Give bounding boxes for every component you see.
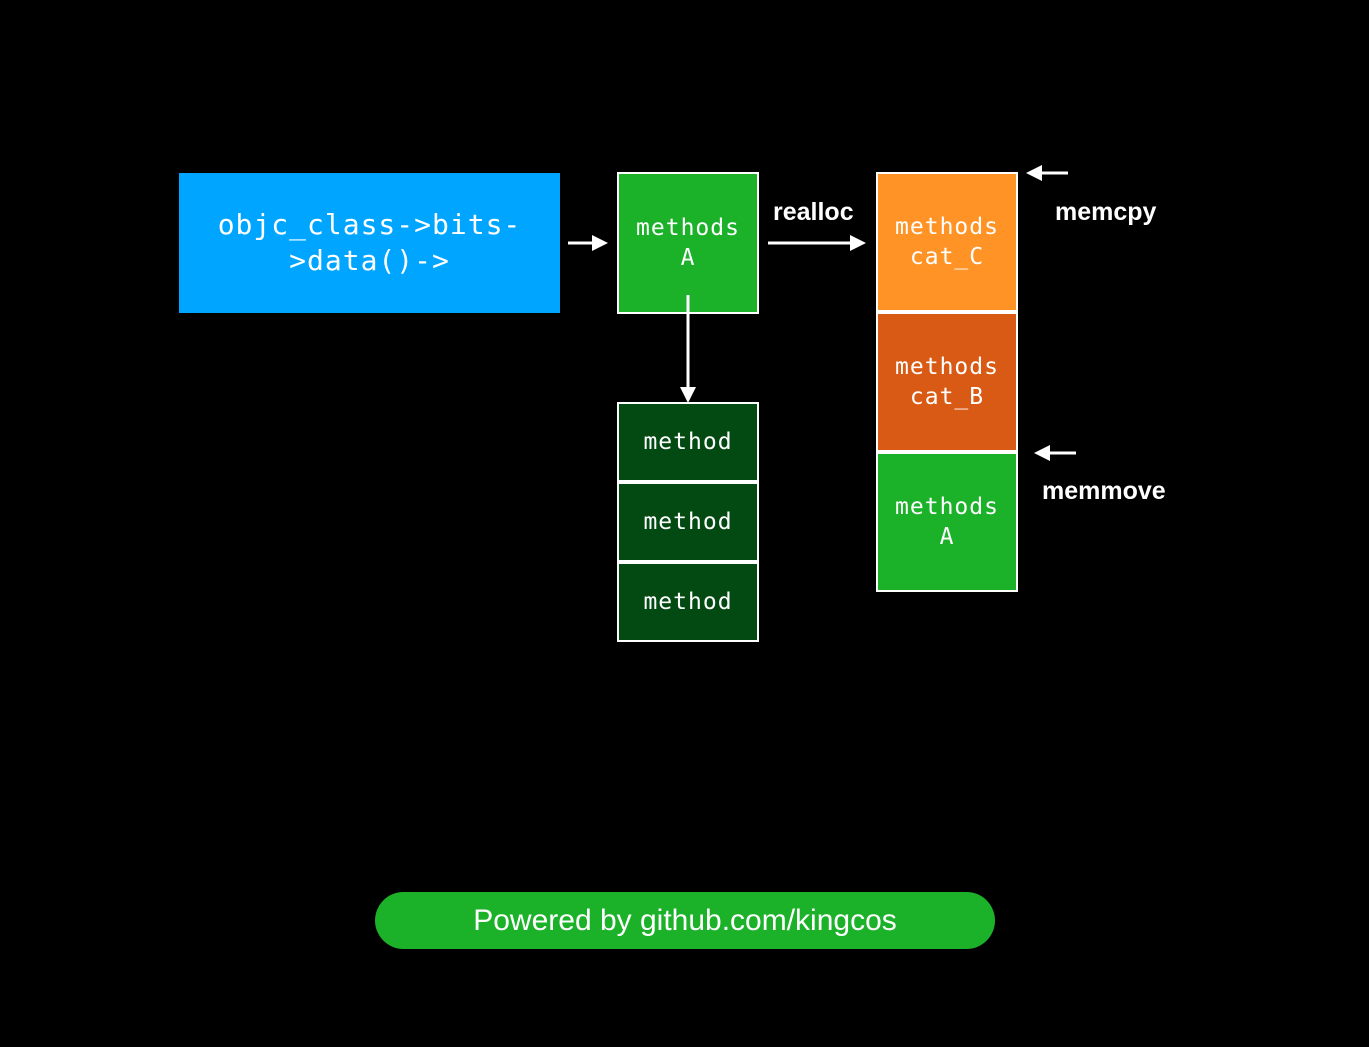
methods-a-line-1: methods xyxy=(636,215,740,241)
method-label: method xyxy=(643,509,733,535)
arrow-memmove-head xyxy=(1034,445,1050,461)
powered-by-badge: Powered by github.com/kingcos xyxy=(375,892,995,949)
method-cell: method xyxy=(617,482,759,562)
methods-cat-b-box: methods cat_B xyxy=(876,312,1018,452)
methods-cat-b-line-2: cat_B xyxy=(909,384,985,410)
arrow-class-to-methods-head xyxy=(592,235,608,251)
class-data-line-1: objc_class->bits- xyxy=(217,208,522,241)
method-label: method xyxy=(643,429,733,455)
arrow-memcpy-head xyxy=(1026,165,1042,181)
powered-by-text: Powered by github.com/kingcos xyxy=(473,903,897,937)
methods-cat-c-box: methods cat_C xyxy=(876,172,1018,312)
methods-a-box: methods A xyxy=(617,172,759,314)
methods-cat-c-line-2: cat_C xyxy=(909,244,985,270)
method-cell: method xyxy=(617,402,759,482)
methods-a-stack-line-2: A xyxy=(939,524,955,550)
methods-a-line-2: A xyxy=(680,245,696,271)
methods-a-stack-line-1: methods xyxy=(895,494,999,520)
methods-a-stack-box: methods A xyxy=(876,452,1018,592)
methods-cat-c-line-1: methods xyxy=(895,214,999,240)
methods-cat-b-line-1: methods xyxy=(895,354,999,380)
arrow-realloc-head xyxy=(850,235,866,251)
realloc-label: realloc xyxy=(773,198,854,226)
method-cell: method xyxy=(617,562,759,642)
class-data-line-2: >data()-> xyxy=(289,244,450,277)
class-data-box: objc_class->bits- >data()-> xyxy=(179,173,560,313)
method-label: method xyxy=(643,589,733,615)
memcpy-label: memcpy xyxy=(1055,198,1157,226)
memmove-label: memmove xyxy=(1042,477,1166,505)
arrow-methods-down-head xyxy=(680,387,696,403)
